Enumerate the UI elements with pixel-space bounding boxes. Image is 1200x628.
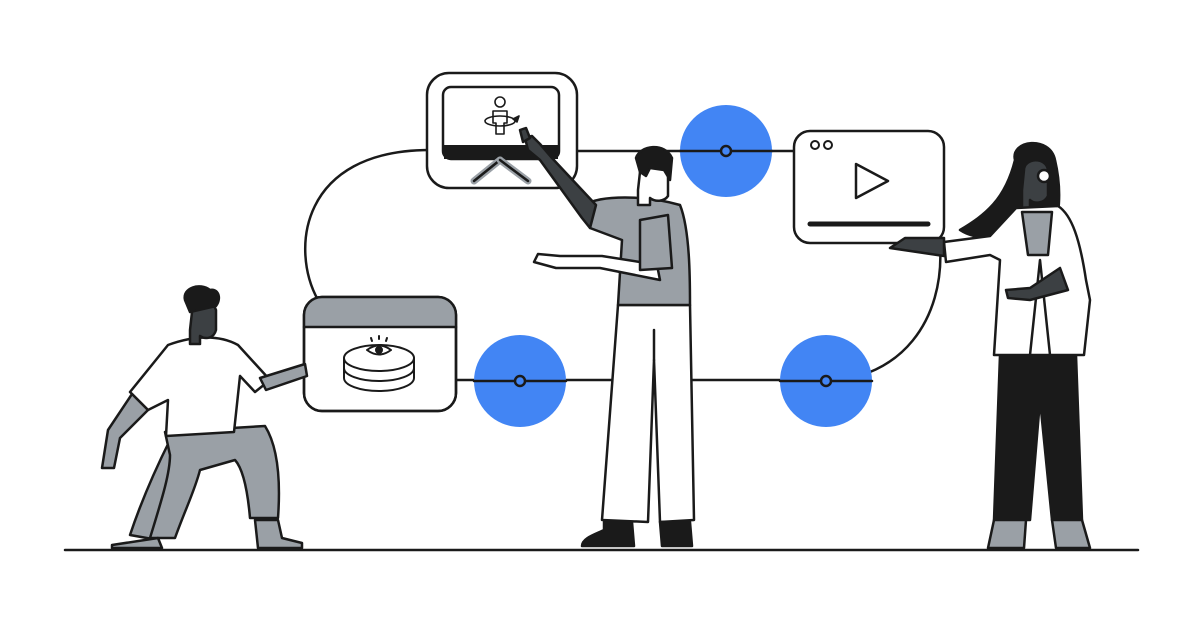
- node-top: [678, 105, 774, 197]
- kneeling-man-figure: [100, 285, 309, 550]
- person-rotate-icon: [484, 96, 520, 135]
- database-eye-icon: [343, 335, 415, 392]
- play-icon: [854, 162, 890, 200]
- node-left: [472, 335, 568, 427]
- standing-man-figure: [518, 126, 696, 548]
- node-right: [778, 335, 874, 427]
- woman-figure: [888, 141, 1092, 550]
- video-card: [792, 129, 946, 245]
- database-card: [302, 295, 458, 413]
